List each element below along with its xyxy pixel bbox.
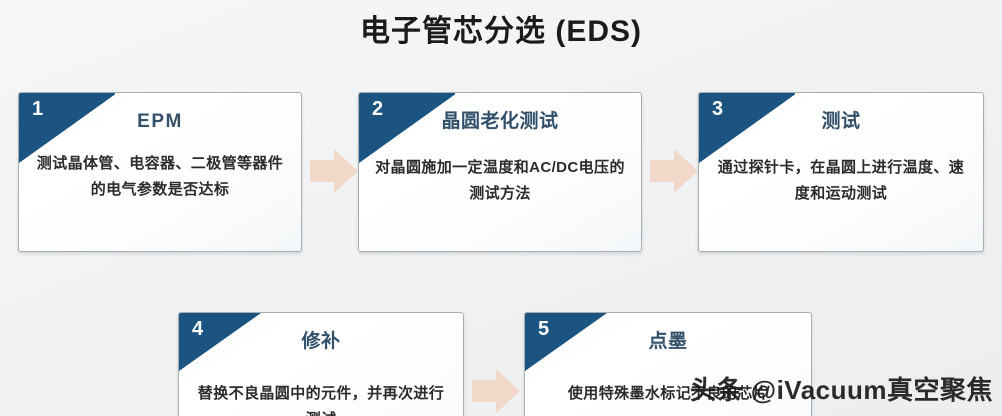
step-heading-2: 晶圆老化测试 — [441, 111, 559, 132]
flow-arrow-right-icon — [472, 369, 520, 413]
arrow-shaft — [310, 160, 336, 182]
arrow-head — [334, 149, 358, 193]
step-card-3-inner: 3 测试 通过探针卡，在晶圆上进行温度、速度和运动测试 — [699, 93, 983, 251]
step-heading-1: EPM — [137, 111, 183, 132]
arrow-shaft — [650, 160, 676, 182]
arrow-shaft — [472, 380, 498, 402]
step-heading-5: 点墨 — [648, 331, 688, 352]
step-card-3[interactable]: 3 测试 通过探针卡，在晶圆上进行温度、速度和运动测试 — [698, 92, 984, 252]
flow-arrow-right-icon — [650, 149, 698, 193]
step-card-2[interactable]: 2 晶圆老化测试 对晶圆施加一定温度和AC/DC电压的测试方法 — [358, 92, 642, 252]
step-card-5-inner: 5 点墨 使用特殊墨水标记不良的芯片 — [525, 313, 811, 416]
step-card-4-inner: 4 修补 替换不良晶圆中的元件，并再次进行测试 — [179, 313, 463, 416]
step-body-3: 通过探针卡，在晶圆上进行温度、速度和运动测试 — [717, 159, 965, 202]
arrow-head — [496, 369, 520, 413]
step-body-5: 使用特殊墨水标记不良的芯片 — [567, 385, 769, 402]
step-body-2: 对晶圆施加一定温度和AC/DC电压的测试方法 — [375, 159, 625, 202]
step-card-1[interactable]: 1 EPM 测试晶体管、电容器、二极管等器件的电气参数是否达标 — [18, 92, 302, 252]
step-heading-3: 测试 — [821, 111, 861, 132]
step-heading-4: 修补 — [301, 331, 341, 352]
step-card-4[interactable]: 4 修补 替换不良晶圆中的元件，并再次进行测试 — [178, 312, 464, 416]
step-card-2-inner: 2 晶圆老化测试 对晶圆施加一定温度和AC/DC电压的测试方法 — [359, 93, 641, 251]
step-body-4: 替换不良晶圆中的元件，并再次进行测试 — [197, 385, 445, 416]
step-body-1: 测试晶体管、电容器、二极管等器件的电气参数是否达标 — [36, 155, 284, 198]
step-card-5[interactable]: 5 点墨 使用特殊墨水标记不良的芯片 — [524, 312, 812, 416]
page-title: 电子管芯分选 (EDS) — [360, 15, 642, 48]
flow-arrow-right-icon — [310, 149, 358, 193]
arrow-head — [674, 149, 698, 193]
step-card-1-inner: 1 EPM 测试晶体管、电容器、二极管等器件的电气参数是否达标 — [19, 93, 301, 251]
